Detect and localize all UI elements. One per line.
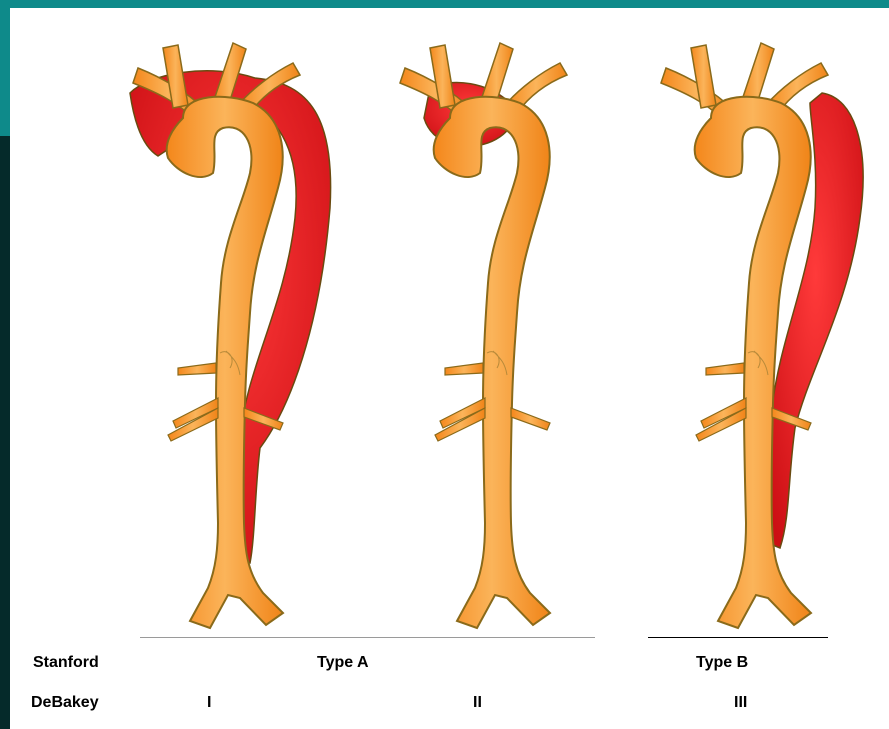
aorta-type-ii xyxy=(400,43,567,628)
aorta-type-i xyxy=(130,43,331,628)
aorta-type-iii xyxy=(661,43,863,628)
frame-left-accent xyxy=(0,0,10,136)
frame-left-bar xyxy=(0,136,10,729)
debakey-row-label: DeBakey xyxy=(31,694,99,712)
stanford-row-label: Stanford xyxy=(33,654,99,672)
type-a-divider xyxy=(140,637,595,638)
debakey-type-iii-label: III xyxy=(734,694,747,712)
debakey-type-ii-label: II xyxy=(473,694,482,712)
frame-top-bar xyxy=(0,0,889,8)
stanford-type-b-label: Type B xyxy=(696,654,748,672)
stanford-type-a-label: Type A xyxy=(317,654,369,672)
aorta-illustration xyxy=(10,8,889,729)
debakey-type-i-label: I xyxy=(207,694,211,712)
type-b-divider xyxy=(648,637,828,638)
diagram-canvas: Stanford Type A Type B DeBakey I II III xyxy=(10,8,889,729)
